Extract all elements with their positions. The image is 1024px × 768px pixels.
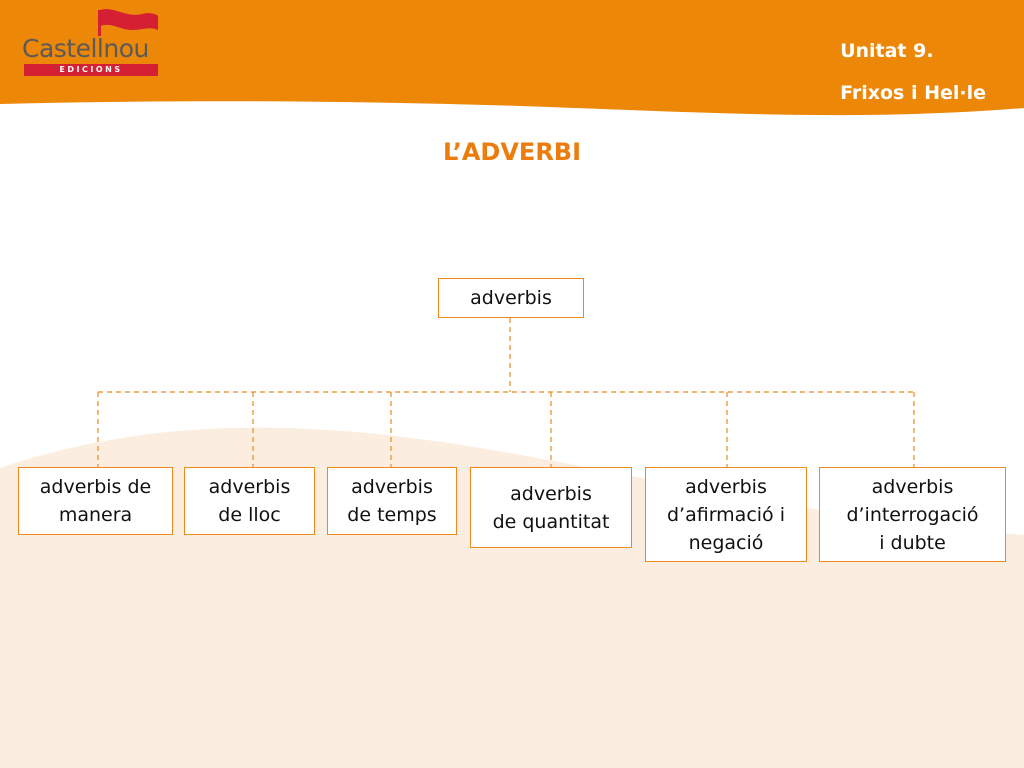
node-label-line: adverbis — [351, 476, 433, 498]
diagram-child-node: adverbis de quantitat — [470, 467, 632, 548]
logo-subtitle: EDICIONS — [24, 64, 158, 76]
node-label-line: negació — [688, 531, 764, 554]
node-label-line: de lloc — [218, 504, 281, 526]
node-label-line: d’afirmació i — [666, 503, 785, 526]
castellnou-logo: Castellnou EDICIONS — [22, 8, 162, 80]
unit-info: Unitat 9. Frixos i Hel·le — [840, 30, 986, 114]
unit-title: Frixos i Hel·le — [840, 82, 986, 104]
node-label-line: adverbis — [871, 475, 954, 498]
header-band — [0, 0, 1024, 116]
diagram-child-node: adverbis de manera — [18, 467, 173, 535]
flag-icon — [98, 9, 158, 36]
page-title: L’ADVERBI — [442, 138, 582, 166]
node-label-line: adverbis — [510, 482, 592, 505]
node-label-line: d’interrogació — [846, 503, 979, 526]
logo-name: Castellnou — [22, 34, 149, 63]
diagram-root-node: adverbis — [438, 278, 584, 318]
node-label-line: adverbis — [208, 476, 291, 498]
node-label-line: adverbis de — [39, 476, 152, 498]
node-label-line: i dubte — [879, 531, 946, 554]
node-label-line: de temps — [347, 504, 437, 526]
diagram-child-node: adverbis de lloc — [184, 467, 315, 535]
diagram-child-node: adverbis de temps — [327, 467, 457, 535]
node-label-line: de quantitat — [492, 510, 610, 533]
node-label-line: manera — [58, 504, 133, 526]
unit-number: Unitat 9. — [840, 40, 934, 62]
diagram-child-node: adverbis d’interrogació i dubte — [819, 467, 1006, 562]
node-label-line: adverbis — [685, 475, 767, 498]
diagram-child-node: adverbis d’afirmació i negació — [645, 467, 807, 562]
